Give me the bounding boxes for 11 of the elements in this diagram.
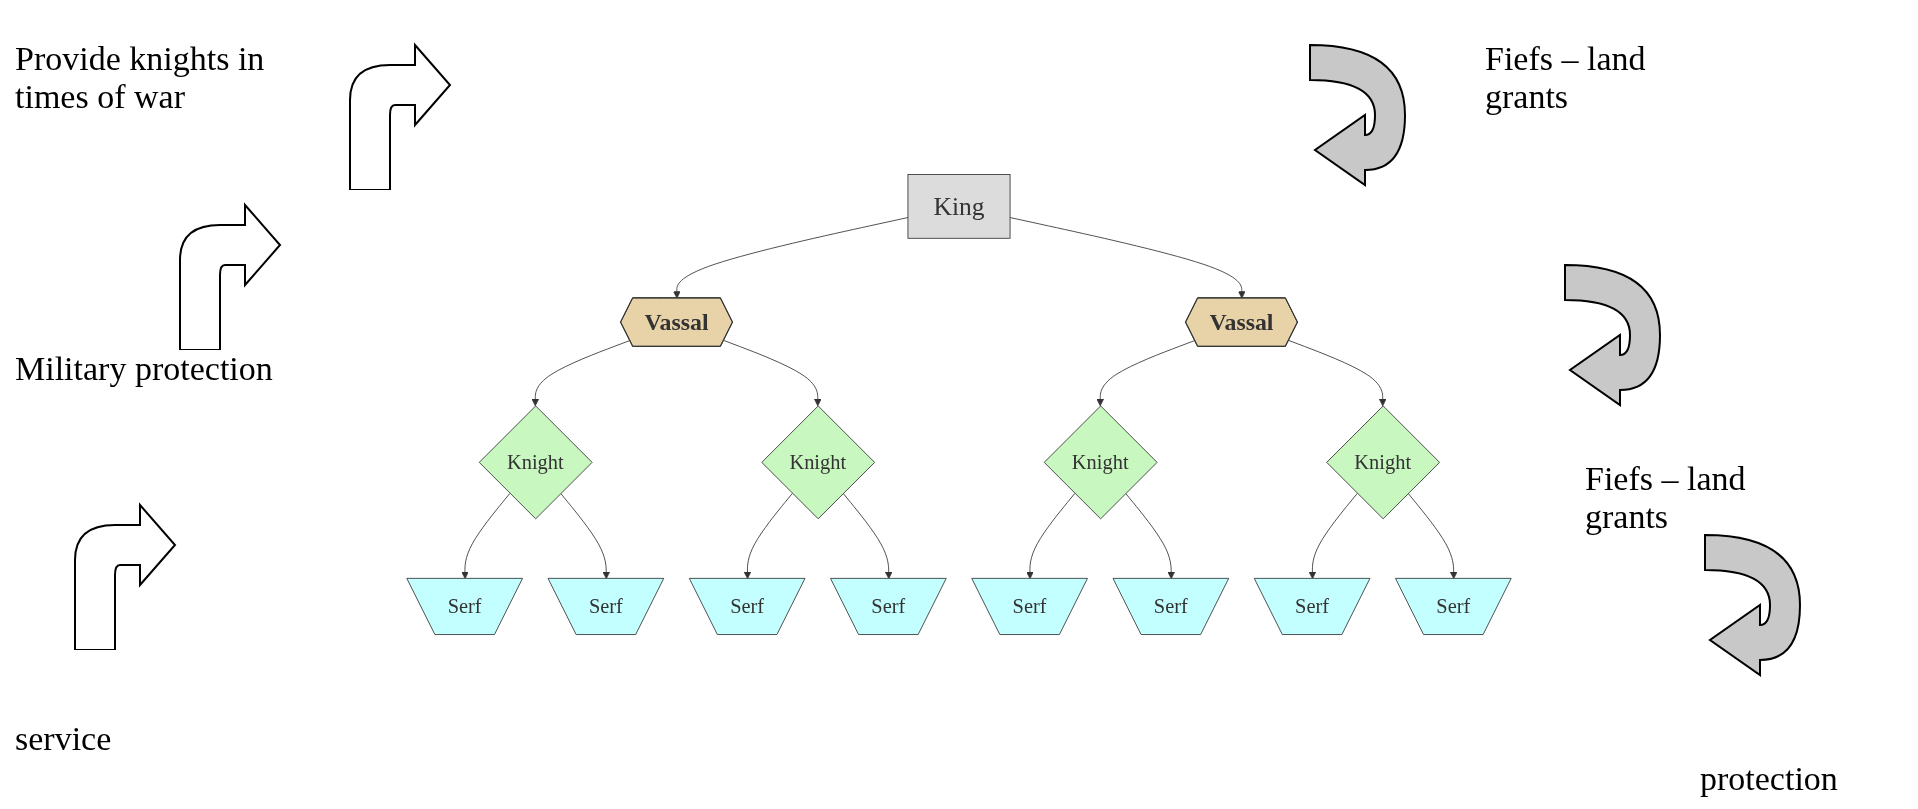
note-text: Fiefs – land grants	[1585, 460, 1747, 536]
note-text: service	[15, 720, 113, 758]
note-text: protection	[1700, 760, 1839, 798]
note-text: Provide knights in times of war	[15, 40, 266, 116]
node-diamond: Knight	[478, 405, 593, 520]
note-text: Fiefs – land grants	[1485, 40, 1647, 116]
note-text: Military protection	[15, 350, 274, 388]
node-diamond: Knight	[1326, 405, 1440, 520]
node-box: King	[907, 174, 1011, 239]
node-diamond: Knight	[761, 405, 876, 520]
node-diamond: Knight	[1043, 405, 1158, 520]
